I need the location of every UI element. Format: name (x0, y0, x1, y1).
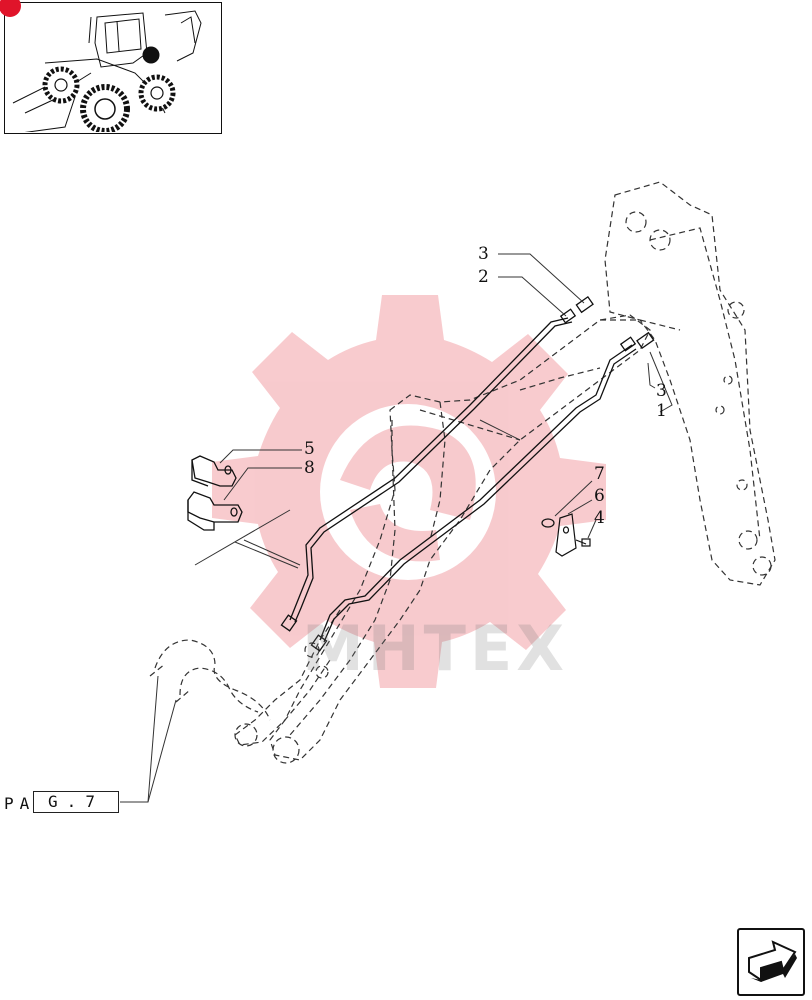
backhoe-loader-thumbnail-icon (12, 10, 202, 132)
callout-8: 8 (304, 458, 315, 478)
page-ref-prefix: PA (4, 794, 36, 813)
page-ref-link[interactable]: G.7 (33, 791, 119, 813)
callout-4: 4 (594, 508, 605, 528)
callout-3-top: 3 (478, 244, 489, 264)
callout-2: 2 (478, 267, 489, 287)
marker-dot-icon (0, 0, 21, 17)
callout-1: 1 (656, 401, 667, 421)
watermark-text: MHTEX (302, 612, 569, 685)
next-page-arrow-icon (748, 940, 797, 982)
machine-thumbnail (0, 0, 222, 134)
callout-6: 6 (594, 486, 605, 506)
callout-3-right: 3 (656, 381, 667, 401)
callout-5: 5 (304, 439, 315, 459)
callout-7: 7 (594, 464, 605, 484)
next-page-button[interactable] (737, 928, 805, 996)
